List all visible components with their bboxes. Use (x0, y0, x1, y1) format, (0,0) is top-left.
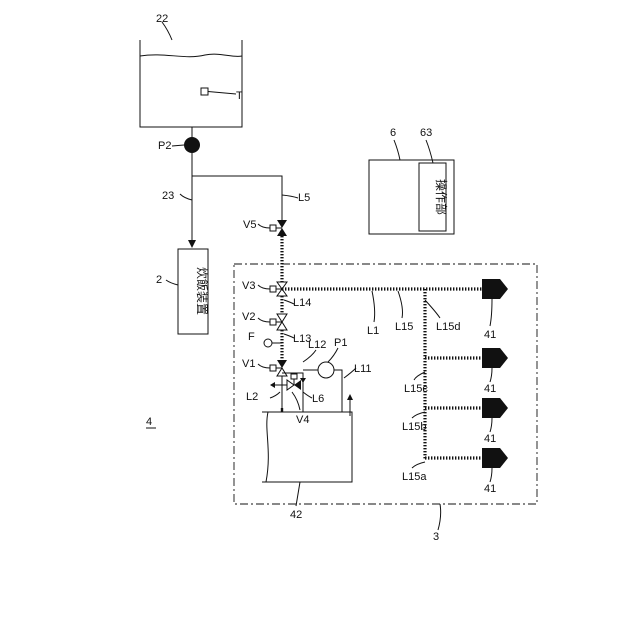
label-sensor-t: T (236, 90, 243, 102)
valve-v2 (258, 314, 287, 330)
arrow-l11 (344, 368, 356, 416)
label-l15c: L15c (404, 383, 428, 395)
label-l14: L14 (293, 297, 311, 309)
label-valve-v3: V3 (242, 280, 255, 292)
nozzle-4 (482, 448, 508, 482)
label-system: 4 (146, 416, 152, 428)
rice-cooker-label: 炊飯装置 (195, 267, 210, 315)
label-l6: L6 (312, 393, 324, 405)
label-pump-p2: P2 (158, 140, 171, 152)
label-rice-cooker: 2 (156, 274, 162, 286)
label-tank: 22 (156, 13, 168, 25)
nozzle-1 (482, 279, 508, 326)
label-pump-p1: P1 (334, 337, 347, 349)
label-l15d: L15d (436, 321, 460, 333)
flow-sensor-f (264, 339, 282, 347)
pipe-l5 (192, 176, 298, 220)
label-nozzle-3: 41 (484, 433, 496, 445)
distribution-line-l1 (282, 289, 482, 460)
label-valve-v4: V4 (296, 414, 309, 426)
valve-v5 (258, 220, 287, 236)
label-wash-tank: 42 (290, 509, 302, 521)
pipe-23 (180, 153, 196, 248)
operation-unit-label: 操作部 (434, 179, 449, 215)
label-controller: 6 (390, 127, 396, 139)
label-valve-v5: V5 (243, 219, 256, 231)
label-l2: L2 (246, 391, 258, 403)
label-nozzle-2: 41 (484, 383, 496, 395)
label-unit: 3 (433, 531, 439, 543)
controller: 操作部 (369, 140, 454, 234)
label-l11: L11 (354, 363, 372, 375)
valve-v1 (258, 360, 287, 376)
label-valve-v1: V1 (242, 358, 255, 370)
label-l15a: L15a (402, 471, 427, 483)
label-pipe-23: 23 (162, 190, 174, 202)
label-l15b: L15b (402, 421, 426, 433)
valve-v4 (270, 374, 301, 410)
label-pipe-l5: L5 (298, 192, 310, 204)
label-operation-ref: 63 (420, 127, 432, 139)
label-nozzle-4: 41 (484, 483, 496, 495)
label-l15: L15 (395, 321, 413, 333)
label-l1: L1 (367, 325, 379, 337)
label-valve-v2: V2 (242, 311, 255, 323)
label-sensor-f: F (248, 331, 255, 343)
nozzle-3 (482, 398, 508, 432)
storage-tank (140, 22, 242, 127)
nozzle-2 (482, 348, 508, 382)
rice-cooker: 炊飯装置 (166, 249, 210, 334)
pump-p2 (172, 127, 200, 153)
label-nozzle-1: 41 (484, 329, 496, 341)
label-l12: L12 (308, 339, 326, 351)
